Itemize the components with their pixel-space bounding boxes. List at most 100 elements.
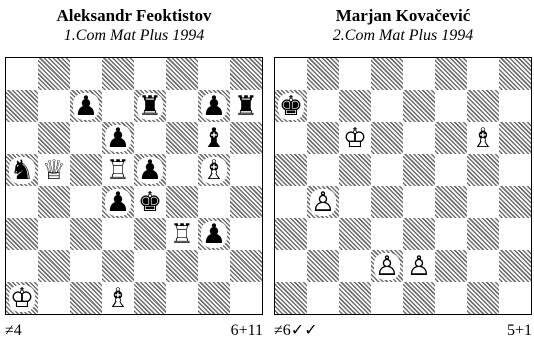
board-square	[38, 58, 70, 90]
board-square	[403, 218, 435, 250]
board-square	[371, 218, 403, 250]
board-square	[371, 186, 403, 218]
board-square	[307, 282, 339, 314]
board-square	[70, 250, 102, 282]
board-square	[166, 282, 198, 314]
board-square	[339, 250, 371, 282]
board-square	[134, 58, 166, 90]
board-square	[403, 90, 435, 122]
problem-1-header: Aleksandr Feoktistov 1.Com Mat Plus 1994	[5, 6, 263, 46]
board-square	[70, 154, 102, 186]
black-rook-icon: ♜	[134, 90, 166, 122]
board-square	[6, 122, 38, 154]
black-pawn-icon: ♟	[134, 154, 166, 186]
white-queen-icon: ♕	[38, 154, 70, 186]
board-square	[403, 122, 435, 154]
chessboard-2: ♚♔♗♙♙♙	[274, 57, 532, 315]
board-square: ♟	[198, 218, 230, 250]
board-square	[467, 186, 499, 218]
board-square	[38, 250, 70, 282]
white-rook-glyph: ♖	[169, 221, 195, 248]
board-square	[339, 154, 371, 186]
white-pawn-glyph: ♙	[406, 253, 432, 280]
board-square	[307, 218, 339, 250]
board-square	[435, 282, 467, 314]
board-square	[467, 58, 499, 90]
white-pawn-icon: ♙	[371, 250, 403, 282]
board-square: ♝	[198, 122, 230, 154]
white-bishop-icon: ♗	[198, 154, 230, 186]
board-square	[467, 282, 499, 314]
board-square	[403, 154, 435, 186]
black-pawn-glyph: ♟	[201, 221, 227, 248]
board-square	[230, 186, 262, 218]
board-square	[6, 218, 38, 250]
white-king-glyph: ♔	[342, 125, 368, 152]
board-square	[70, 218, 102, 250]
board-square	[102, 250, 134, 282]
board-square	[70, 282, 102, 314]
board-square	[230, 122, 262, 154]
problem-2-author: Marjan Kovačević	[274, 6, 532, 26]
problem-2-header: Marjan Kovačević 2.Com Mat Plus 1994	[274, 6, 532, 46]
board-square	[467, 250, 499, 282]
board-square	[435, 90, 467, 122]
white-queen-glyph: ♕	[41, 157, 67, 184]
board-square: ♟	[102, 186, 134, 218]
board-square: ♕	[38, 154, 70, 186]
board-square	[339, 90, 371, 122]
board-square	[307, 122, 339, 154]
board-square	[102, 218, 134, 250]
white-bishop-icon: ♗	[102, 282, 134, 314]
board-square	[307, 90, 339, 122]
problem-1-author: Aleksandr Feoktistov	[5, 6, 263, 26]
board-square	[339, 58, 371, 90]
board-square	[275, 250, 307, 282]
problem-1-piece-count: 6+11	[213, 322, 263, 340]
white-rook-icon: ♖	[166, 218, 198, 250]
board-square	[134, 218, 166, 250]
board-square	[499, 58, 531, 90]
problem-1-source: 1.Com Mat Plus 1994	[5, 26, 263, 46]
problem-2-source: 2.Com Mat Plus 1994	[274, 26, 532, 46]
board-square	[38, 122, 70, 154]
board-square	[166, 186, 198, 218]
white-king-icon: ♔	[6, 282, 38, 314]
board-square	[371, 122, 403, 154]
black-pawn-icon: ♟	[102, 186, 134, 218]
board-square	[467, 154, 499, 186]
black-bishop-icon: ♝	[198, 122, 230, 154]
board-square	[275, 122, 307, 154]
board-square: ♙	[307, 186, 339, 218]
board-square	[102, 90, 134, 122]
problem-2-stipulation: ≠6✓✓	[274, 322, 318, 340]
board-square	[38, 218, 70, 250]
board-square	[307, 154, 339, 186]
white-pawn-icon: ♙	[307, 186, 339, 218]
board-square	[499, 122, 531, 154]
problem-1-stipulation: ≠4	[5, 322, 22, 340]
board-square	[198, 282, 230, 314]
board-square: ♔	[339, 122, 371, 154]
board-square	[371, 282, 403, 314]
white-bishop-glyph: ♗	[201, 157, 227, 184]
board-square	[307, 58, 339, 90]
board-square	[435, 186, 467, 218]
black-rook-glyph: ♜	[233, 93, 259, 120]
board-square	[198, 58, 230, 90]
black-pawn-glyph: ♟	[137, 157, 163, 184]
board-square	[499, 282, 531, 314]
board-square: ♟	[70, 90, 102, 122]
board-square	[198, 250, 230, 282]
white-king-glyph: ♔	[9, 285, 35, 312]
board-square	[435, 154, 467, 186]
board-square	[467, 90, 499, 122]
board-square: ♗	[198, 154, 230, 186]
white-rook-icon: ♖	[102, 154, 134, 186]
board-square	[230, 154, 262, 186]
board-square	[38, 282, 70, 314]
black-king-glyph: ♚	[137, 189, 163, 216]
board-square	[166, 250, 198, 282]
board-square	[134, 122, 166, 154]
board-square	[230, 58, 262, 90]
